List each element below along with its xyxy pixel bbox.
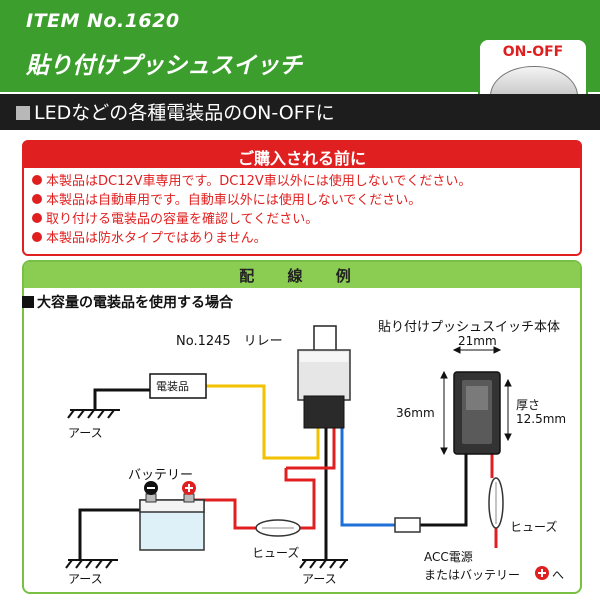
case-heading: 大容量の電装品を使用する場合 — [22, 292, 233, 312]
bullet-icon — [32, 213, 42, 223]
earth-icon-bottom-center — [299, 559, 348, 569]
notice-item: 本製品は自動車用です。自動車以外には使用しないでください。 — [32, 191, 577, 210]
wire-relay-red — [286, 428, 336, 470]
dimension-height — [440, 370, 448, 456]
bullet-icon — [32, 232, 42, 242]
earth-label-bottom-left: アース — [68, 572, 103, 586]
relay-label: No.1245 リレー — [176, 334, 283, 349]
device-box — [149, 373, 207, 399]
fuse-label-left: ヒューズ — [252, 546, 300, 560]
subtitle-text: LEDなどの各種電装品のON-OFFに — [16, 98, 335, 125]
badge-label: ON-OFF — [502, 44, 564, 60]
dimension-width — [452, 346, 502, 354]
earth-label-top: アース — [68, 426, 103, 440]
earth-icon-top — [67, 409, 120, 419]
notice-box: ご購入される前に 本製品はDC12V車専用です。DC12V車以外には使用しないで… — [22, 140, 582, 256]
device-label: 電装品 — [156, 380, 189, 393]
thickness-label: 厚さ — [516, 398, 541, 412]
notice-item: 本製品は防水タイプではありません。 — [32, 229, 577, 248]
battery-label: バッテリー — [128, 468, 194, 483]
relay-icon — [297, 325, 351, 429]
product-title: 貼り付けプッシュスイッチ — [26, 53, 302, 79]
plus-terminal-icon — [182, 481, 196, 495]
fuse-icon-left — [255, 519, 301, 537]
square-bullet-icon — [22, 296, 34, 308]
wire-fuse-relay — [284, 468, 316, 530]
thickness-dimension: 12.5mm — [516, 412, 567, 426]
bullet-icon — [32, 175, 42, 185]
fuse-label-right: ヒューズ — [510, 520, 558, 534]
square-bullet-icon — [16, 106, 30, 120]
notice-header — [24, 142, 580, 168]
acc-plus-icon — [535, 566, 549, 580]
switch-body-icon — [453, 371, 501, 455]
wiring-title: 配 線 例 — [239, 267, 365, 285]
minus-terminal-icon — [144, 481, 158, 495]
battery-icon — [139, 493, 205, 551]
notice-item: 本製品はDC12V車専用です。DC12V車以外には使用しないでください。 — [32, 172, 577, 191]
acc-label-line2: またはバッテリー — [424, 568, 521, 582]
acc-label-line1: ACC電源 — [424, 550, 473, 564]
acc-label-line3: へ — [552, 568, 565, 582]
subtitle-bar: LEDなどの各種電装品のON-OFFに — [0, 94, 600, 130]
earth-label-bottom-center: アース — [302, 572, 337, 586]
notice-title: ご購入される前に — [237, 149, 366, 168]
height-dimension: 36mm — [396, 406, 435, 420]
notice-item: 取り付ける電装品の容量を確認してください。 — [32, 210, 577, 229]
wire-device-earth — [93, 388, 150, 410]
fuse-icon-right — [488, 477, 504, 529]
wire-battery-fuse — [188, 498, 258, 530]
item-number: ITEM No.1620 — [26, 10, 180, 32]
wire-switch-connector — [420, 452, 468, 527]
wire-battery-earth — [78, 508, 150, 560]
bullet-icon — [32, 194, 42, 204]
width-dimension: 21mm — [458, 334, 497, 348]
notice-list: 本製品はDC12V車専用です。DC12V車以外には使用しないでください。 本製品… — [32, 172, 577, 248]
wiring-header — [24, 262, 580, 288]
switch-label: 貼り付けプッシュスイッチ本体 — [378, 320, 561, 335]
earth-icon-bottom-left — [65, 559, 118, 569]
dimension-thickness — [504, 378, 512, 442]
wire-connector — [394, 517, 421, 533]
wire-device-relay-yellow — [206, 384, 320, 460]
wire-relay-blue — [340, 428, 395, 527]
